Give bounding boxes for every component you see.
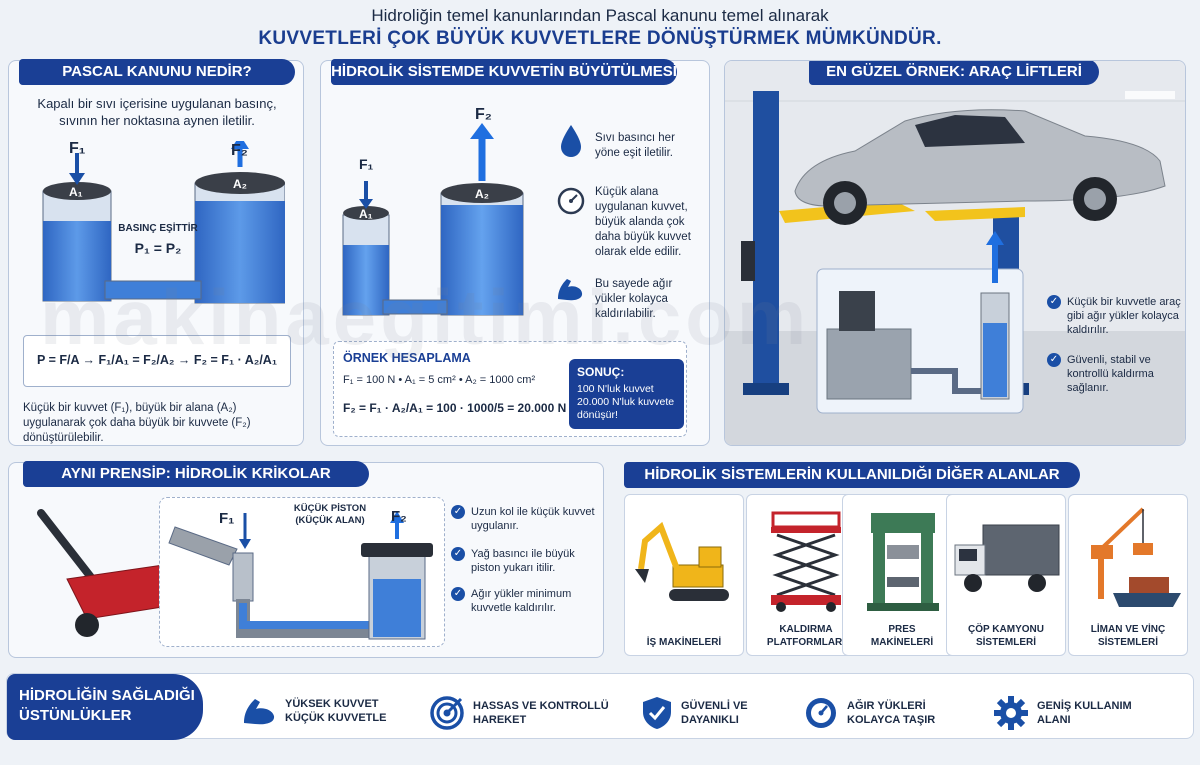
jack-point-3: ✓ Ağır yükler minimum kuvvetle kaldırılır… xyxy=(451,587,601,615)
tile-press-label: PRES MAKİNELERİ xyxy=(870,624,934,648)
example-title: ÖRNEK HESAPLAMA xyxy=(343,351,471,365)
amplify-a1-label: A₁ xyxy=(359,207,373,221)
shield-icon xyxy=(643,697,671,729)
pressure-label: BASINÇ EŞİTTİR xyxy=(118,223,198,234)
panel-jack-title: AYNI PRENSİP: HİDROLİK KRİKOLAR xyxy=(23,461,369,487)
check-icon: ✓ xyxy=(1047,295,1061,309)
panel-amplify-title: HİDROLİK SİSTEMDE KUVVETİN BÜYÜTÜLMESİ xyxy=(331,59,677,85)
advantage-wide-use-label: GENİŞ KULLANIM ALANI xyxy=(1037,700,1132,726)
tile-garbage-truck: ÇÖP KAMYONU SİSTEMLERİ xyxy=(946,494,1066,656)
advantage-high-force: YÜKSEK KUVVET KÜÇÜK KUVVETLE xyxy=(241,695,411,727)
tile-excavator: İŞ MAKİNELERİ xyxy=(624,494,744,656)
muscle-small-icon xyxy=(558,279,583,301)
scissor-lift-icon xyxy=(771,511,841,612)
pascal-f1-label: F₁ xyxy=(69,140,86,157)
pascal-formula: P = F/A → F₁/A₁ = F₂/A₂ → F₂ = F₁ · A₂/A… xyxy=(36,353,278,367)
check-icon: ✓ xyxy=(451,547,465,561)
advantages-title: HİDROLİĞİN SAĞLADIĞI ÜSTÜNLÜKLER xyxy=(7,674,203,740)
pascal-a2-label: A₂ xyxy=(233,177,247,191)
gauge-small-icon xyxy=(557,187,585,215)
panel-pascal-title: PASCAL KANUNU NEDİR? xyxy=(19,59,295,85)
jack-point-1-text: Uzun kol ile küçük kuvvet uygulanır. xyxy=(471,506,595,532)
amplify-point-1: Sıvı basıncı her yöne eşit iletilir. xyxy=(595,132,675,159)
pascal-diagram xyxy=(42,141,285,304)
advantage-precise-label: HASSAS VE KONTROLLÜ HAREKET xyxy=(473,700,609,726)
result-box: SONUÇ: 100 N'luk kuvvet 20.000 N'luk kuv… xyxy=(569,359,684,429)
tile-press: PRES MAKİNELERİ xyxy=(842,494,962,656)
tile-excavator-label: İŞ MAKİNELERİ xyxy=(646,637,722,648)
jack-f2-label: F₂ xyxy=(391,508,407,525)
tile-port-crane-label: LİMAN VE VİNÇ SİSTEMLERİ xyxy=(1090,624,1166,648)
amplify-f2-label: F₂ xyxy=(475,106,492,123)
jack-point-2: ✓ Yağ basıncı ile büyük piston yukarı iti… xyxy=(451,547,601,575)
lift-point-1: ✓ Küçük bir kuvvetle araç gibi ağır yükle… xyxy=(1047,295,1185,337)
advantage-heavy-loads: AĞIR YÜKLERİ KOLAYCA TAŞIR xyxy=(803,695,983,731)
pascal-footer: Küçük bir kuvvet (F₁), büyük bir alana (… xyxy=(23,402,251,444)
muscle-icon xyxy=(244,699,275,725)
pascal-formula-box xyxy=(23,335,291,387)
drop-icon xyxy=(561,125,581,157)
port-crane-icon xyxy=(1091,507,1181,607)
pascal-description: Kapalı bir sıvı içerisine uygulanan bası… xyxy=(37,96,277,128)
pascal-f2-label: F₂ xyxy=(231,142,248,159)
panel-other-title: HİDROLİK SİSTEMLERİN KULLANILDIĞI DİĞER … xyxy=(624,462,1080,488)
tile-garbage-truck-label: ÇÖP KAMYONU SİSTEMLERİ xyxy=(968,624,1044,648)
target-icon xyxy=(430,696,464,730)
amplify-diagram xyxy=(342,123,524,316)
example-given: F₁ = 100 N • A₁ = 5 cm² • A₂ = 1000 cm² xyxy=(343,374,536,386)
lift-point-1-text: Küçük bir kuvvetle araç gibi ağır yükler… xyxy=(1067,296,1181,336)
example-calc: F₂ = F₁ · A₂/A₁ = 100 · 1000/5 = 20.000 … xyxy=(343,401,567,415)
advantage-precise: HASSAS VE KONTROLLÜ HAREKET xyxy=(429,695,619,731)
header-line-1: Hidroliğin temel kanunlarından Pascal ka… xyxy=(371,6,829,25)
pressure-equation: P₁ = P₂ xyxy=(134,240,182,256)
lift-point-2: ✓ Güvenli, stabil ve kontrollü kaldırma s… xyxy=(1047,353,1185,395)
advantage-heavy-loads-label: AĞIR YÜKLERİ KOLAYCA TAŞIR xyxy=(847,700,936,726)
garbage-truck-icon xyxy=(954,524,1060,592)
jack-point-1: ✓ Uzun kol ile küçük kuvvet uygulanır. xyxy=(451,505,601,533)
jack-piston-label: KÜÇÜK PİSTON (KÜÇÜK ALAN) xyxy=(293,503,367,526)
result-text: 100 N'luk kuvvet 20.000 N'luk kuvvete dö… xyxy=(577,383,675,421)
advantage-high-force-label: YÜKSEK KUVVET KÜÇÜK KUVVETLE xyxy=(285,698,387,724)
pascal-a1-label: A₁ xyxy=(69,185,83,199)
amplify-point-2: Küçük alana uygulanan kuvvet, büyük alan… xyxy=(595,186,691,258)
advantage-wide-use: GENİŞ KULLANIM ALANI xyxy=(993,695,1183,731)
advantage-safe-label: GÜVENLİ VE DAYANIKLI xyxy=(681,700,748,726)
panel-lift-title: EN GÜZEL ÖRNEK: ARAÇ LİFTLERİ xyxy=(809,61,1099,85)
jack-point-2-text: Yağ basıncı ile büyük piston yukarı itil… xyxy=(471,548,575,574)
lift-point-2-text: Güvenli, stabil ve kontrollü kaldırma sa… xyxy=(1067,354,1154,394)
panel-jack: AYNI PRENSİP: HİDROLİK KRİKOLAR F₁ F₂ KÜ… xyxy=(8,461,604,658)
tile-scissor-lift-label: KALDIRMA PLATFORMLARI xyxy=(766,624,846,648)
gear-icon xyxy=(994,696,1028,730)
jack-f1-label: F₁ xyxy=(219,510,235,527)
check-icon: ✓ xyxy=(1047,353,1061,367)
jack-point-3-text: Ağır yükler minimum kuvvetle kaldırılır. xyxy=(471,588,572,614)
amplify-point-3: Bu sayede ağır yükler kolayca kaldırılab… xyxy=(595,278,673,320)
check-icon: ✓ xyxy=(451,505,465,519)
gauge-icon xyxy=(806,698,836,728)
car-lift-illustration xyxy=(725,61,1185,445)
panel-lift: EN GÜZEL ÖRNEK: ARAÇ LİFTLERİ ✓ Küçük bir… xyxy=(724,60,1186,446)
advantage-safe: GÜVENLİ VE DAYANIKLI xyxy=(641,695,791,731)
tile-port-crane: LİMAN VE VİNÇ SİSTEMLERİ xyxy=(1068,494,1188,656)
header-line-2: KUVVETLERİ ÇOK BÜYÜK KUVVETLERE DÖNÜŞTÜR… xyxy=(258,28,942,49)
jack-cutaway-diagram xyxy=(168,511,433,640)
amplify-a2-label: A₂ xyxy=(475,187,489,201)
result-title: SONUÇ: xyxy=(577,365,625,379)
excavator-icon xyxy=(635,521,729,601)
press-icon xyxy=(867,513,939,611)
panel-pascal: PASCAL KANUNU NEDİR? Kapalı bir sıvı içe… xyxy=(8,59,304,446)
check-icon: ✓ xyxy=(451,587,465,601)
advantages-bar: HİDROLİĞİN SAĞLADIĞI ÜSTÜNLÜKLER YÜKSEK … xyxy=(6,673,1194,740)
amplify-f1-label: F₁ xyxy=(359,156,374,172)
